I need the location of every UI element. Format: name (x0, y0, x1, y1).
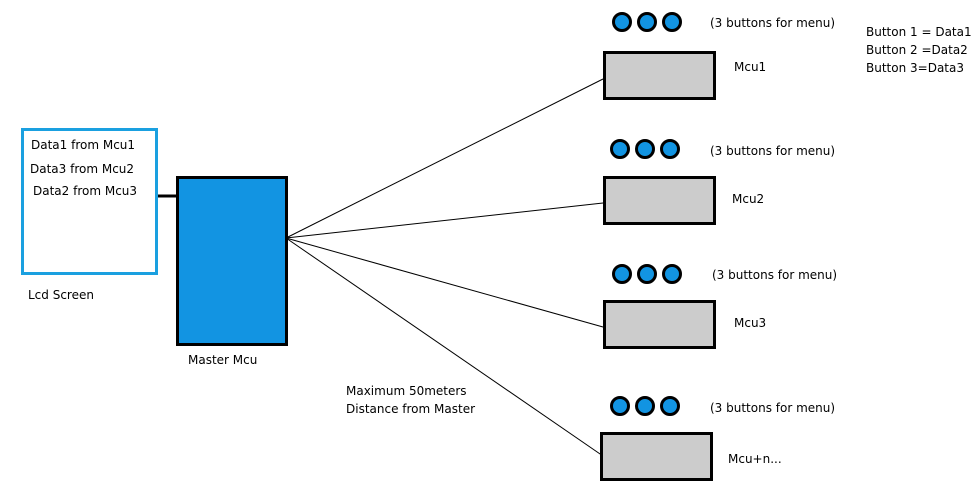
mcu1-button-1[interactable] (612, 12, 632, 32)
mcu2-button-2[interactable] (635, 139, 655, 159)
lcd-screen: Data1 from Mcu1 Data3 from Mcu2 Data2 fr… (21, 128, 158, 275)
mcu2-buttons-note: (3 buttons for menu) (710, 144, 836, 158)
master-caption: Master Mcu (188, 353, 258, 367)
mcu2-block (603, 176, 716, 225)
mcu3-button-3[interactable] (662, 264, 682, 284)
mcun-button-row (610, 396, 680, 416)
legend-line-1: Button 1 = Data1 (866, 25, 972, 39)
mcun-buttons-note: (3 buttons for menu) (710, 401, 836, 415)
link-master-mcu2 (285, 202, 604, 239)
lcd-line-2: Data3 from Mcu2 (30, 162, 135, 176)
mcun-button-1[interactable] (610, 396, 630, 416)
mcun-block (600, 432, 713, 481)
mcu2-label: Mcu2 (732, 192, 765, 206)
mcu2-button-3[interactable] (660, 139, 680, 159)
mcu2-button-1[interactable] (610, 139, 630, 159)
link-master-mcu1 (285, 78, 604, 239)
legend-line-2: Button 2 =Data2 (866, 43, 968, 57)
mcu2-button-row (610, 139, 680, 159)
mcu1-button-3[interactable] (662, 12, 682, 32)
lcd-line-3: Data2 from Mcu3 (33, 184, 138, 198)
mcu1-buttons-note: (3 buttons for menu) (710, 16, 836, 30)
mcu3-buttons-note: (3 buttons for menu) (712, 268, 838, 282)
mcu3-block (603, 300, 716, 349)
mcu1-block (603, 51, 716, 100)
mcu3-label: Mcu3 (734, 316, 767, 330)
mcun-button-2[interactable] (635, 396, 655, 416)
mcu3-button-1[interactable] (612, 264, 632, 284)
master-mcu-block (176, 176, 288, 346)
mcu1-button-2[interactable] (637, 12, 657, 32)
link-master-mcu3 (285, 237, 604, 328)
lcd-line-1: Data1 from Mcu1 (31, 138, 136, 152)
mcu1-button-row (612, 12, 682, 32)
link-master-mcun (285, 237, 604, 457)
mcu1-label: Mcu1 (734, 60, 767, 74)
lcd-caption: Lcd Screen (28, 288, 94, 302)
legend-line-3: Button 3=Data3 (866, 61, 964, 75)
distance-note-line-2: Distance from Master (346, 402, 476, 416)
mcu3-button-2[interactable] (637, 264, 657, 284)
distance-note-line-1: Maximum 50meters (346, 384, 467, 398)
mcu3-button-row (612, 264, 682, 284)
mcun-button-3[interactable] (660, 396, 680, 416)
mcun-label: Mcu+n... (728, 452, 782, 466)
